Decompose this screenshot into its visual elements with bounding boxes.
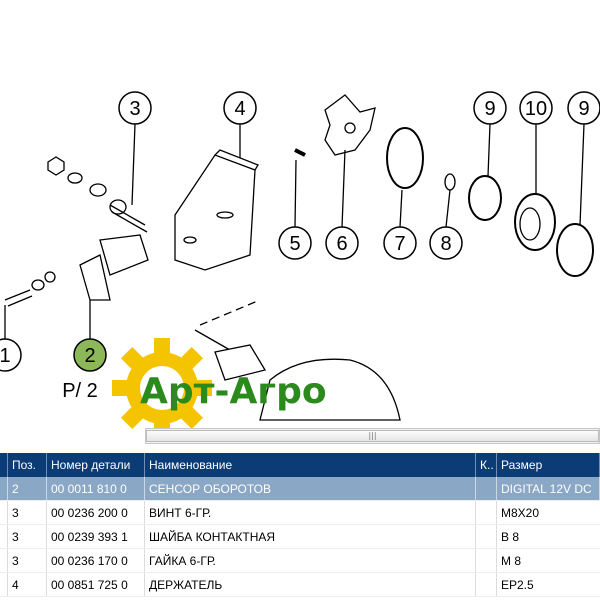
table-header: Поз. Номер детали Наименование К.. Разме…	[0, 453, 600, 477]
callout-label[interactable]: 9	[484, 98, 495, 120]
cell-size: DIGITAL 12V DC	[497, 477, 600, 500]
cell-name: ДЕРЖАТЕЛЬ	[145, 573, 476, 596]
callout-4	[223, 91, 257, 125]
callout-9a	[473, 91, 507, 125]
callout-3	[118, 91, 152, 125]
cell-name: ГАЙКА 6-ГР.	[145, 549, 476, 572]
scrollbar-thumb[interactable]: |||	[146, 430, 599, 442]
callout-label[interactable]: 3	[129, 98, 140, 120]
header-pos[interactable]: Поз.	[8, 453, 47, 477]
cell-k	[476, 477, 497, 500]
logo-text: Арт-Агро	[140, 371, 327, 412]
cell-k	[476, 501, 497, 524]
cell-size: EP2.5	[501, 577, 534, 592]
parts-table: Поз. Номер детали Наименование К.. Разме…	[0, 453, 600, 597]
header-name[interactable]: Наименование	[145, 453, 476, 477]
callout-label[interactable]: 2	[84, 345, 95, 367]
cell-number: 00 0011 810 0	[47, 477, 145, 500]
horizontal-scrollbar[interactable]: |||	[145, 428, 600, 444]
cell-number: 00 0236 200 0	[47, 501, 145, 524]
callout-label[interactable]: 9	[578, 98, 589, 120]
row-marker	[0, 525, 8, 548]
callout-9b	[567, 91, 600, 125]
callout-7	[383, 226, 417, 260]
cell-pos: 4	[8, 573, 47, 596]
row-marker	[0, 549, 8, 572]
cell-pos: 3	[8, 525, 47, 548]
callout-label[interactable]: 1	[0, 345, 11, 367]
header-number[interactable]: Номер детали	[47, 453, 145, 477]
cell-size: M 8	[501, 553, 522, 568]
cell-k	[476, 549, 497, 572]
cell-k	[476, 573, 497, 596]
callout-2	[73, 338, 107, 372]
callout-1	[0, 338, 22, 372]
callout-label[interactable]: 7	[394, 233, 405, 255]
cell-number: 00 0851 725 0	[47, 573, 145, 596]
callout-6	[325, 226, 359, 260]
callout-8	[429, 226, 463, 260]
cell-name: ШАЙБА КОНТАКТНАЯ	[145, 525, 476, 548]
header-size[interactable]: Размер	[497, 453, 600, 477]
row-marker	[0, 477, 8, 500]
cell-pos: 3	[8, 501, 47, 524]
cell-size: M8X20	[501, 505, 540, 520]
scrollbar-grip: |||	[368, 431, 377, 440]
cell-number: 00 0239 393 1	[47, 525, 145, 548]
callout-label[interactable]: 6	[336, 233, 347, 255]
callout-label[interactable]: 5	[289, 233, 300, 255]
callout-label[interactable]: 8	[440, 233, 451, 255]
row-marker	[0, 573, 8, 596]
callout-label[interactable]: 10	[525, 98, 547, 120]
cell-k	[476, 525, 497, 548]
cell-size: B 8	[501, 529, 520, 544]
parts-diagram: 3 4 5 6 7 8 9 10 9 1 2 P/ 2	[0, 91, 600, 421]
cell-name: СЕНСОР ОБОРОТОВ	[145, 477, 476, 500]
cell-name: ВИНТ 6-ГР.	[145, 501, 476, 524]
row-marker	[0, 501, 8, 524]
cell-pos: 3	[8, 549, 47, 572]
part-ref-label: P/ 2	[62, 380, 98, 402]
callout-5	[278, 226, 312, 260]
header-k[interactable]: К..	[476, 453, 497, 477]
callout-10	[519, 91, 553, 125]
callout-label[interactable]: 4	[234, 98, 245, 120]
art-agro-logo: Арт-Агро	[112, 338, 327, 438]
cell-number: 00 0236 170 0	[47, 549, 145, 572]
cell-pos: 2	[8, 477, 47, 500]
